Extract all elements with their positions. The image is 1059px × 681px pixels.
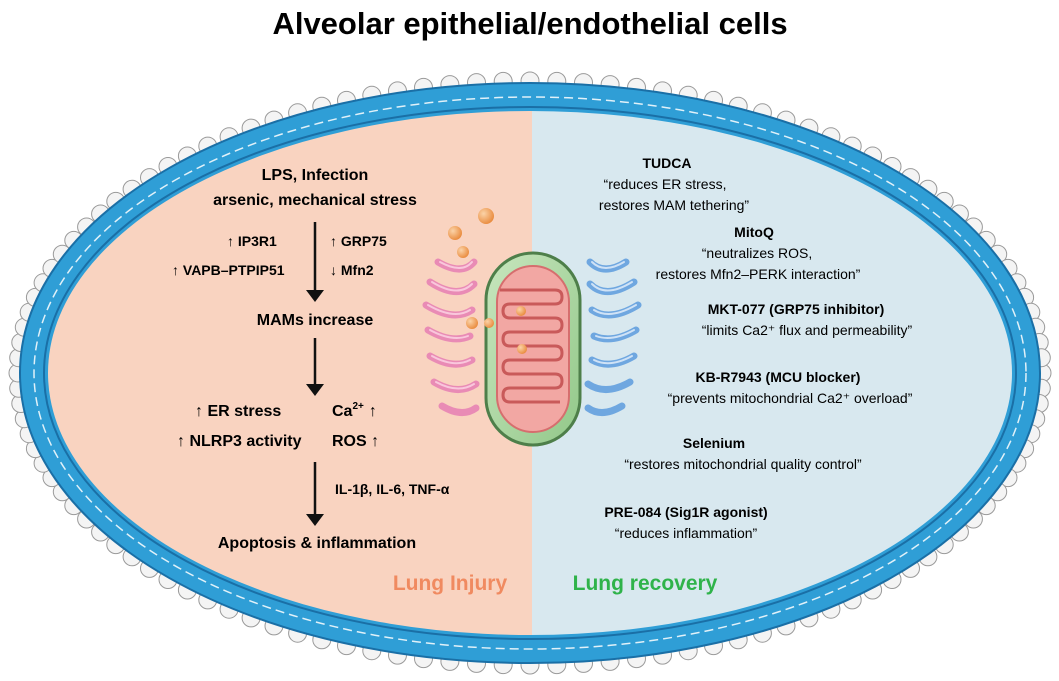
arrowhead-outcome [306, 514, 324, 526]
arrowhead-mams [306, 290, 324, 302]
drug-tudca-name: TUDCA [643, 155, 692, 171]
drug-pre084-desc: “reduces inflammation” [615, 525, 758, 541]
mitochondrion-icon [484, 251, 582, 447]
drug-kbr7943-desc: “prevents mitochondrial Ca2⁺ overload” [668, 390, 913, 406]
drug-mitoq-name: MitoQ [734, 224, 774, 240]
drug-mitoq-desc2: restores Mfn2–PERK interaction” [656, 266, 861, 282]
recovery-drugs: TUDCA “reduces ER stress, restores MAM t… [573, 155, 913, 595]
drug-mkt077-name: MKT-077 (GRP75 inhibitor) [708, 301, 885, 317]
mams-increase: MAMs increase [257, 312, 374, 329]
up-ip3r1: ↑ IP3R1 [227, 233, 277, 249]
diagram-title: Alveolar epithelial/endothelial cells [272, 6, 787, 41]
down-mfn2: ↓ Mfn2 [330, 262, 374, 278]
arrowhead-stress [306, 384, 324, 396]
cytokines: IL-1β, IL-6, TNF-α [335, 481, 450, 497]
trigger-line1: LPS, Infection [262, 167, 369, 184]
ros-increase: ROS ↑ [332, 433, 379, 450]
drug-mkt077-desc: “limits Ca2⁺ flux and permeability” [702, 322, 913, 338]
up-grp75: ↑ GRP75 [330, 233, 387, 249]
drug-selenium-name: Selenium [683, 435, 745, 451]
injury-pathway: LPS, Infection arsenic, mechanical stres… [172, 167, 507, 595]
er-stress: ↑ ER stress [195, 403, 281, 420]
lung-recovery-label: Lung recovery [573, 572, 718, 595]
drug-pre084-name: PRE-084 (Sig1R agonist) [604, 504, 767, 520]
drug-tudca-desc1: “reduces ER stress, [604, 176, 727, 192]
drug-tudca-desc2: restores MAM tethering” [599, 197, 749, 213]
up-vapb-ptpip51: ↑ VAPB–PTPIP51 [172, 262, 285, 278]
nlrp3-activity: ↑ NLRP3 activity [177, 433, 302, 450]
drug-mitoq-desc1: “neutralizes ROS, [702, 245, 812, 261]
drug-selenium-desc: “restores mitochondrial quality control” [624, 456, 862, 472]
apoptosis-inflammation: Apoptosis & inflammation [218, 535, 416, 552]
trigger-line2: arsenic, mechanical stress [213, 192, 417, 209]
calcium-increase: Ca2+↑ [332, 401, 377, 420]
svg-text:Ca2+↑: Ca2+↑ [332, 401, 377, 420]
lung-injury-label: Lung Injury [393, 572, 508, 595]
calcium-droplets [448, 208, 527, 354]
drug-kbr7943-name: KB-R7943 (MCU blocker) [696, 369, 861, 385]
